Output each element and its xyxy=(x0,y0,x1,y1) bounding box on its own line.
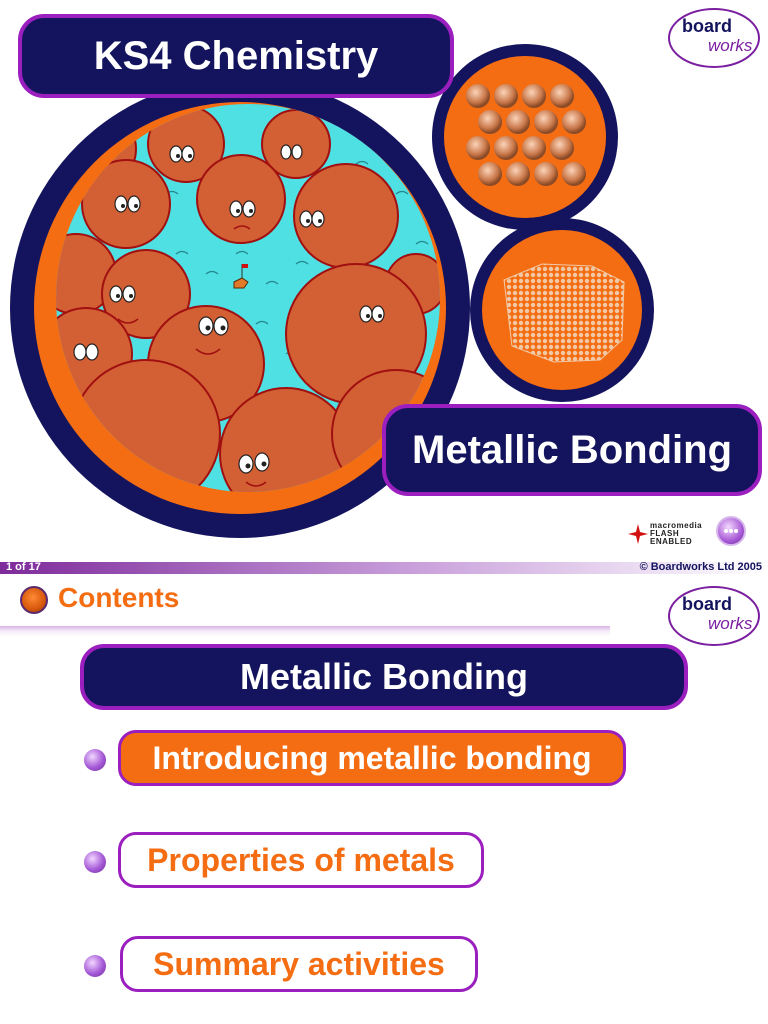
dots-icon xyxy=(724,529,738,533)
boardworks-logo: board works xyxy=(668,8,760,68)
logo-text-works: works xyxy=(708,36,753,55)
bullet-icon xyxy=(84,955,106,977)
bullet-icon xyxy=(84,749,106,771)
logo-text-board: board xyxy=(682,594,733,614)
title-slide: KS4 Chemistry Metallic Bonding board wor… xyxy=(10,8,762,548)
flash-text-line1: macromedia xyxy=(650,521,703,530)
slide-counter: 1 of 17 xyxy=(6,561,41,573)
lattice-svg xyxy=(466,84,586,186)
footer-bar xyxy=(0,562,768,574)
course-title: KS4 Chemistry xyxy=(18,14,454,98)
heading-divider xyxy=(0,626,610,636)
bullet-icon xyxy=(84,851,106,873)
flash-text-line3: ENABLED xyxy=(650,537,693,546)
menu-introducing-metallic-bonding[interactable]: Introducing metallic bonding xyxy=(118,730,626,786)
logo-text-board: board xyxy=(682,16,733,36)
copyright-text: © Boardworks Ltd 2005 xyxy=(639,561,762,573)
grains-svg xyxy=(503,263,625,363)
metal-grains-illustration xyxy=(482,230,642,390)
boardworks-logo: board works xyxy=(668,586,760,646)
topic-title: Metallic Bonding xyxy=(382,404,762,496)
metal-lattice-illustration xyxy=(444,56,606,218)
contents-slide: Contents board works Metallic Bonding In… xyxy=(0,574,768,1024)
logo-text-works: works xyxy=(708,614,753,633)
menu-properties-of-metals[interactable]: Properties of metals xyxy=(118,832,484,888)
flash-enabled-badge xyxy=(626,520,706,548)
contents-globe-icon[interactable] xyxy=(20,586,48,614)
section-title: Metallic Bonding xyxy=(80,644,688,710)
flash-enabled-text: macromedia FLASH ENABLED xyxy=(650,522,702,546)
flash-star-icon xyxy=(628,524,648,544)
contents-heading: Contents xyxy=(58,582,180,613)
menu-summary-activities[interactable]: Summary activities xyxy=(120,936,478,992)
forward-dots-icon[interactable] xyxy=(716,516,746,546)
flash-text-line2: FLASH xyxy=(650,529,680,538)
